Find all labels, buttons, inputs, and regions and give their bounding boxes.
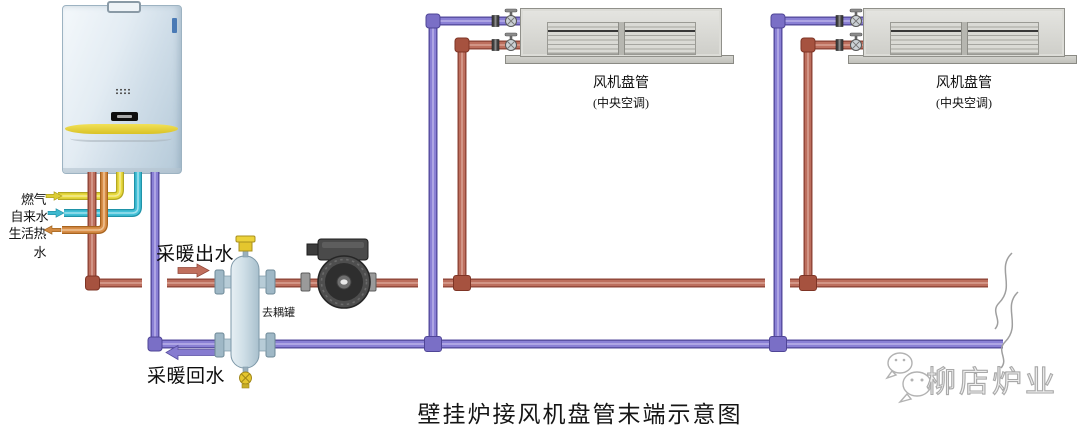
flow-arrow-heating-supply bbox=[177, 263, 210, 278]
fcu-sublabel: (中央空调) bbox=[936, 96, 992, 110]
shutoff-valve-icon bbox=[835, 32, 863, 51]
boiler-brand-badge bbox=[111, 112, 138, 121]
boiler-model-tag bbox=[172, 18, 177, 33]
fcu-connection-valves bbox=[491, 8, 863, 51]
gas-label: 燃气 bbox=[20, 192, 47, 207]
dhw-pipe bbox=[62, 172, 108, 234]
shutoff-valve-icon bbox=[491, 8, 518, 27]
fcu-sublabel: (中央空调) bbox=[593, 96, 649, 110]
tap-water-pipe bbox=[64, 172, 142, 217]
boiler-control-dots bbox=[115, 88, 131, 95]
air-vent-valve-icon bbox=[235, 235, 256, 258]
drain-valve-icon bbox=[239, 366, 252, 389]
wall-hung-boiler bbox=[62, 1, 182, 174]
fcu-label: 风机盘管 bbox=[593, 76, 649, 91]
pipe-break-symbol bbox=[994, 252, 1019, 369]
pipe-fittings bbox=[85, 13, 817, 352]
fcu-grille-divider bbox=[961, 22, 968, 55]
boiler-accent-stripe bbox=[65, 124, 178, 134]
gas-pipe bbox=[58, 172, 124, 200]
flow-arrow-gas bbox=[45, 191, 63, 201]
dhw-label: 生活热水 bbox=[8, 226, 46, 260]
shutoff-valve-icon bbox=[491, 32, 518, 51]
boiler-stripe-shadow bbox=[70, 135, 172, 142]
boiler-bottom-edge bbox=[63, 168, 181, 173]
wechat-icon bbox=[885, 352, 932, 404]
fcu-grille-divider bbox=[618, 22, 625, 55]
shutoff-valve-icon bbox=[835, 8, 863, 27]
flow-arrow-tap-water bbox=[47, 208, 65, 218]
decoupling-tank-label: 去耦罐 bbox=[262, 307, 295, 319]
decoupling-tank bbox=[214, 235, 276, 389]
boiler-handle bbox=[107, 1, 141, 13]
heating-return-label: 采暖回水 bbox=[147, 366, 226, 387]
diagram-title: 壁挂炉接风机盘管末端示意图 bbox=[417, 402, 743, 427]
heating-supply-label: 采暖出水 bbox=[156, 244, 235, 265]
flow-arrow-dhw bbox=[43, 225, 62, 235]
watermark-text: 柳店炉业 bbox=[925, 365, 1058, 399]
fcu-label: 风机盘管 bbox=[936, 76, 992, 91]
heating-return-pipe bbox=[150, 16, 1003, 349]
circulation-pump bbox=[300, 238, 377, 309]
tap-water-label: 自来水 bbox=[10, 209, 48, 224]
